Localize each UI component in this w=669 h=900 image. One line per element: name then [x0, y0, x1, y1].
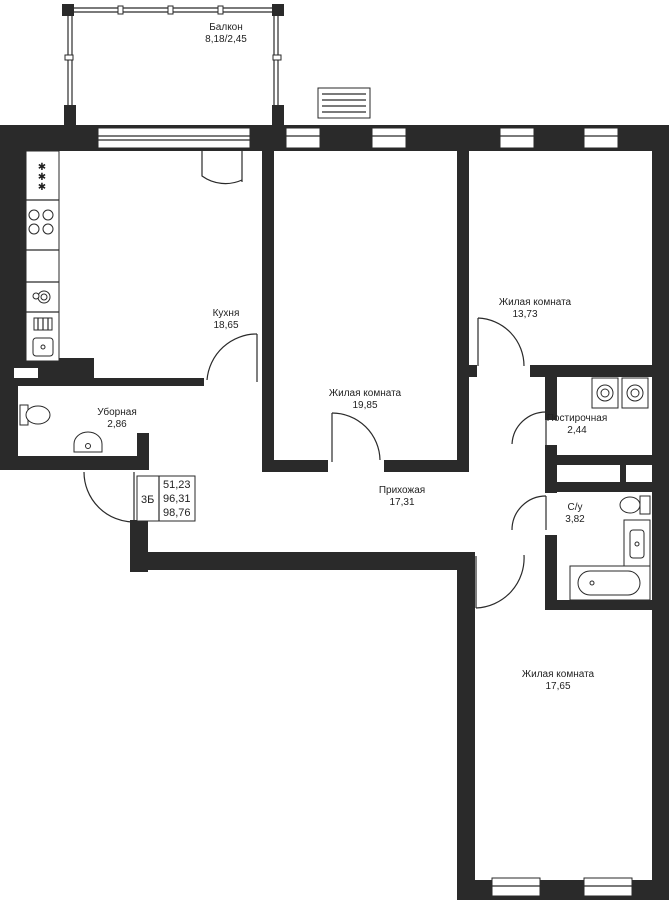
- total-area: 96,31: [163, 493, 191, 505]
- bathtub-icon: [569, 565, 651, 601]
- svg-text:✱: ✱: [38, 162, 46, 173]
- windows: [64, 105, 633, 897]
- washbasin-icon: [73, 431, 103, 453]
- svg-text:✱: ✱: [38, 182, 46, 193]
- svg-text:✱: ✱: [38, 172, 46, 183]
- bathroom-toilet-icon: [619, 495, 651, 515]
- room-name-balcony: Балкон: [209, 22, 243, 33]
- room-area-bathroom: 3,82: [565, 514, 585, 525]
- apartment-type: 3Б: [141, 494, 154, 506]
- toilet-icon: [19, 404, 51, 426]
- room-area-laundry: 2,44: [567, 425, 587, 436]
- doors: [83, 150, 547, 609]
- room-area-living1: 19,85: [352, 400, 377, 411]
- room-area-hall: 17,31: [389, 497, 414, 508]
- room-name-kitchen: Кухня: [213, 308, 240, 319]
- stove-icon: [28, 209, 54, 235]
- room-name-hall: Прихожая: [379, 485, 425, 496]
- total-area-with-balcony: 98,76: [163, 507, 191, 519]
- balcony-railing: [62, 4, 284, 105]
- room-name-living3: Жилая комната: [522, 669, 595, 680]
- room-area-kitchen: 18,65: [213, 320, 238, 331]
- room-area-toilet: 2,86: [107, 419, 127, 430]
- bathroom-sink-icon: [623, 519, 651, 569]
- room-name-living2: Жилая комната: [499, 297, 572, 308]
- room-area-living2: 13,73: [512, 309, 537, 320]
- washing-machine-icon: [591, 377, 649, 409]
- area-summary: [136, 475, 196, 522]
- room-area-balcony: 8,18/2,45: [205, 34, 247, 45]
- living-area: 51,23: [163, 479, 191, 491]
- hood-icon: ✱ ✱ ✱: [38, 162, 46, 193]
- radiator-unit: [317, 87, 371, 119]
- sink-icon: [32, 317, 54, 357]
- dishwasher-icon: [32, 290, 51, 304]
- room-area-living3: 17,65: [545, 681, 570, 692]
- room-name-living1: Жилая комната: [329, 388, 402, 399]
- room-name-toilet: Уборная: [97, 406, 136, 418]
- room-name-laundry: Постирочная: [547, 413, 608, 424]
- room-name-bathroom: С/у: [568, 502, 583, 513]
